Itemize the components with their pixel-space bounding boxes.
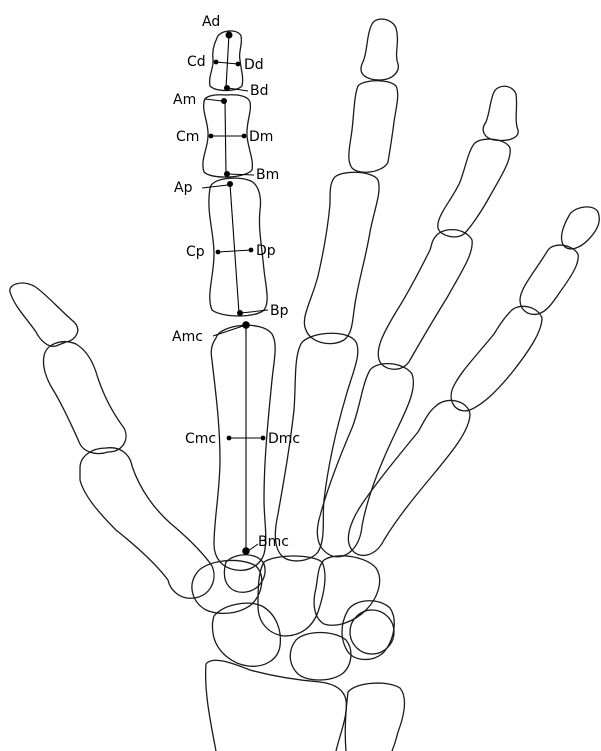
index-finger-bones bbox=[203, 31, 275, 570]
middle-metacarpal bbox=[275, 333, 357, 561]
ring-middle-phalanx bbox=[438, 139, 510, 237]
label-Cd: Cd bbox=[187, 54, 206, 70]
distal-axis bbox=[226, 34, 229, 88]
leader-Am bbox=[205, 99, 222, 101]
point-Dm bbox=[242, 134, 247, 139]
thumb-distal-phalanx bbox=[10, 283, 78, 346]
label-Dm: Dm bbox=[249, 129, 273, 145]
middle-distal-phalanx bbox=[361, 19, 398, 80]
label-Ap: Ap bbox=[174, 180, 193, 196]
pisiform bbox=[350, 610, 394, 654]
point-Bd bbox=[224, 85, 230, 91]
point-Cm bbox=[209, 134, 214, 139]
point-Amc bbox=[242, 321, 250, 329]
label-Cm: Cm bbox=[176, 129, 199, 145]
little-finger-bones bbox=[348, 207, 599, 556]
point-Dd bbox=[236, 62, 241, 67]
forearm-bones bbox=[206, 660, 405, 751]
point-Cp bbox=[216, 250, 221, 255]
leader-Amc bbox=[213, 326, 243, 336]
middle-axis bbox=[225, 101, 226, 174]
label-Amc: Amc bbox=[172, 329, 203, 345]
point-Dmc bbox=[261, 436, 266, 441]
point-Ap bbox=[227, 181, 233, 187]
thumb-proximal-phalanx bbox=[43, 342, 126, 454]
leader-lines bbox=[202, 88, 268, 551]
label-Cmc: Cmc bbox=[185, 431, 216, 447]
little-middle-phalanx bbox=[520, 245, 578, 314]
radius bbox=[206, 660, 347, 751]
label-Bmc: Bmc bbox=[258, 534, 289, 550]
label-Ad: Ad bbox=[202, 14, 220, 30]
label-Dd: Dd bbox=[244, 57, 264, 73]
leader-Bm bbox=[228, 174, 254, 175]
thumb-metacarpal bbox=[80, 448, 214, 599]
label-Am: Am bbox=[173, 92, 196, 108]
leader-Bp bbox=[241, 310, 268, 313]
label-Bm: Bm bbox=[256, 167, 279, 183]
ring-finger-bones bbox=[317, 86, 518, 557]
lunate bbox=[290, 633, 351, 681]
ring-proximal-phalanx bbox=[378, 230, 472, 370]
point-Bmc bbox=[242, 547, 250, 555]
point-Ad bbox=[226, 32, 233, 39]
label-Cp: Cp bbox=[186, 244, 205, 260]
leader-Ap bbox=[202, 185, 228, 188]
ring-distal-phalanx bbox=[483, 86, 518, 140]
proximal-axis bbox=[230, 184, 239, 313]
measurement-lines bbox=[211, 34, 263, 551]
label-Dmc: Dmc bbox=[268, 431, 300, 447]
point-Cmc bbox=[227, 436, 232, 441]
point-Dp bbox=[249, 248, 254, 253]
ulna bbox=[345, 683, 404, 751]
little-distal-phalanx bbox=[562, 207, 600, 249]
middle-proximal-phalanx bbox=[304, 172, 379, 343]
trapezium-lower bbox=[213, 603, 281, 666]
label-Bp: Bp bbox=[270, 303, 289, 319]
point-Am bbox=[221, 98, 227, 104]
point-Cd bbox=[214, 60, 219, 65]
middle-middle-phalanx bbox=[349, 81, 398, 173]
point-Bm bbox=[224, 171, 230, 177]
label-Bd: Bd bbox=[250, 83, 269, 99]
little-metacarpal bbox=[348, 400, 470, 555]
point-Bp bbox=[237, 310, 243, 316]
landmark-points bbox=[209, 32, 266, 555]
ring-metacarpal bbox=[317, 364, 413, 557]
label-Dp: Dp bbox=[256, 243, 276, 259]
little-proximal-phalanx bbox=[451, 306, 542, 411]
